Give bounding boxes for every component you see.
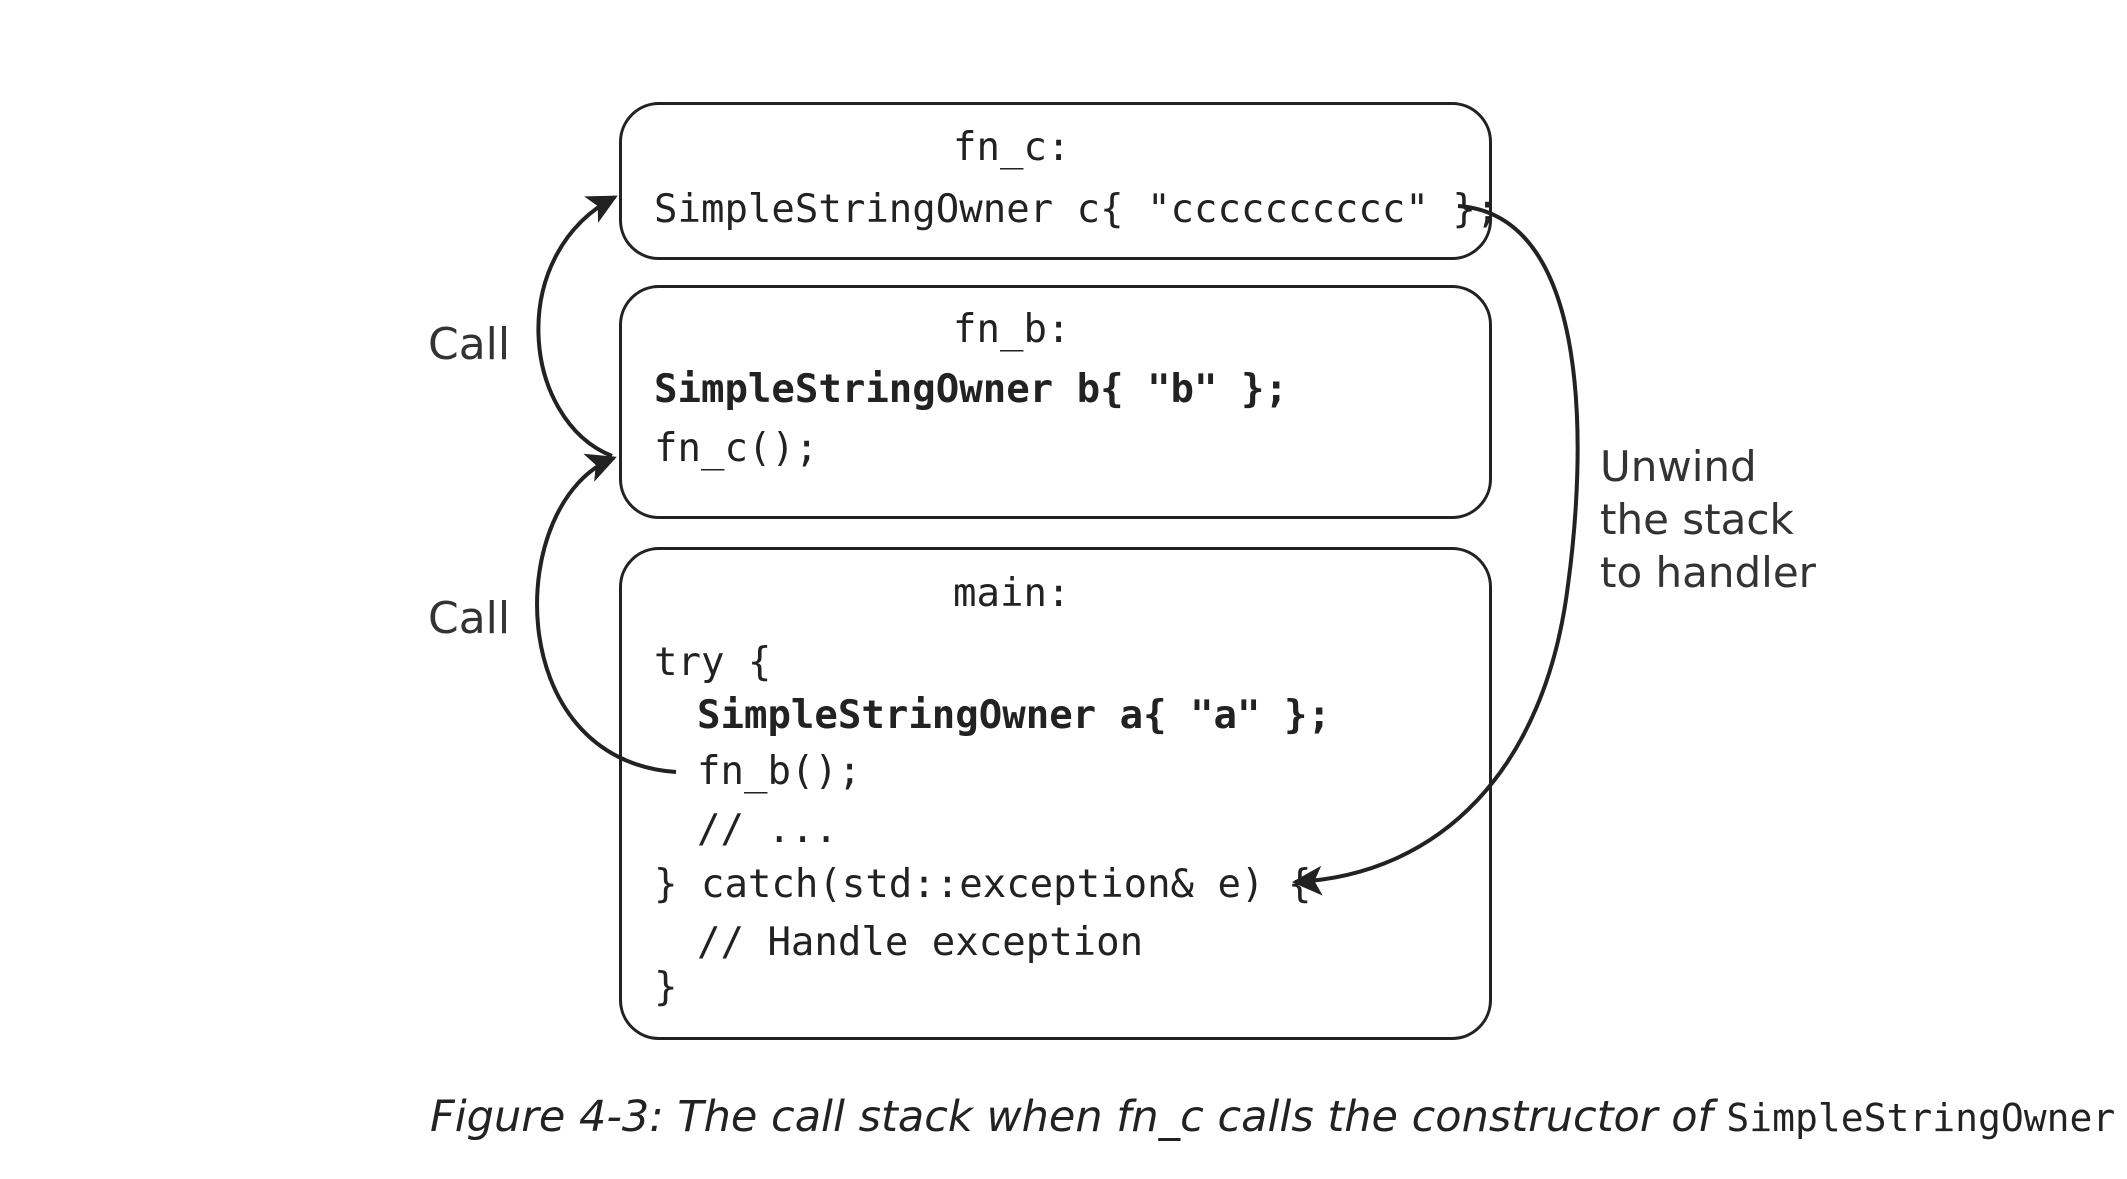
frame-title-fn-b: fn_b: [953,307,1071,352]
call-arrow-lower [535,453,677,774]
unwind-label-line-1: Unwind [1600,442,1757,491]
code-line-try: try { [654,640,772,685]
caption-fn-name: fn_c [1116,1092,1204,1142]
code-line-c-construct: SimpleStringOwner c{ "cccccccccc" }; [654,187,1500,232]
stack-frame-fn-b [619,285,1492,519]
stack-frame-main [619,547,1492,1040]
code-line-call-fn-c: fn_c(); [654,426,819,471]
code-line-call-fn-b: fn_b(); [697,749,862,794]
frame-title-fn-c: fn_c: [953,125,1071,170]
stack-frame-fn-c [619,102,1492,260]
unwind-label: Unwind the stack to handler [1600,440,1816,599]
caption-middle: calls the constructor of [1203,1092,1727,1142]
call-label-lower: Call [428,593,511,644]
unwind-label-line-2: the stack [1600,495,1794,544]
figure-caption: Figure 4-3: The call stack when fn_c cal… [430,1092,2127,1142]
code-line-b-construct: SimpleStringOwner b{ "b" }; [654,367,1288,412]
code-line-a-construct: SimpleStringOwner a{ "a" }; [697,693,1331,738]
call-label-upper: Call [428,319,511,370]
unwind-label-line-3: to handler [1600,548,1816,597]
code-line-ellipsis-comment: // ... [697,807,838,852]
code-line-close-brace: } [654,965,678,1010]
code-line-handle-comment: // Handle exception [697,920,1144,965]
unwind-arrow [1292,204,1580,896]
caption-type-name: SimpleStringOwner c [1726,1096,2127,1140]
call-arrow-upper [536,195,618,458]
frame-title-main: main: [953,571,1071,616]
caption-prefix: Figure 4-3: The call stack when [430,1092,1117,1142]
